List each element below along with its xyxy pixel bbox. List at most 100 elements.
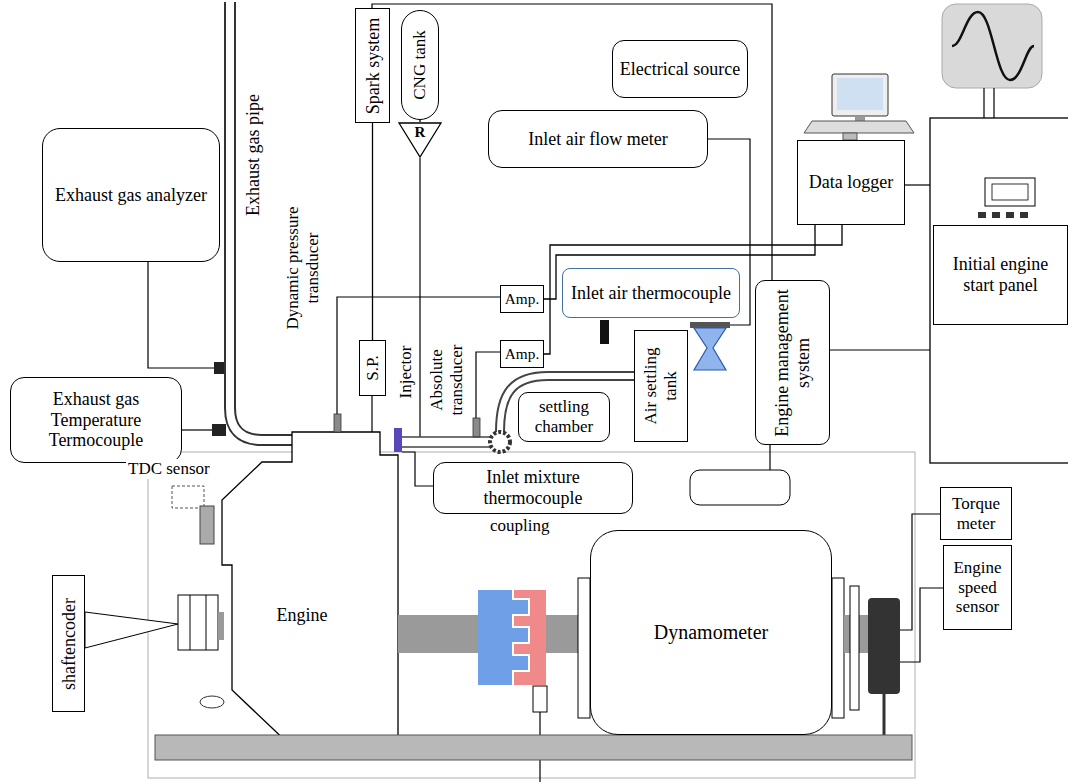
flange — [578, 578, 590, 718]
throttle-gear — [490, 432, 510, 452]
node-text: Dynamometer — [654, 621, 768, 644]
node-text: Torque meter — [944, 494, 1008, 533]
signal-wire — [402, 452, 433, 486]
flow-meter-cap — [690, 322, 730, 328]
panel-screen-inner — [992, 184, 1028, 200]
node-text: S.P. — [363, 344, 383, 392]
node-text: Inlet air thermocouple — [571, 283, 731, 304]
signal-wire — [476, 352, 500, 418]
pressure-probe — [334, 414, 341, 432]
node-text: Inlet air flow meter — [528, 129, 667, 150]
flow-meter-symbol — [694, 328, 726, 370]
cable-plug — [843, 133, 857, 140]
settling-tank-box: Air settling tank — [634, 330, 688, 442]
power-source-box: Electrical source — [612, 40, 748, 98]
amplifier-box: Amp. — [500, 285, 544, 313]
panel-screen — [985, 178, 1035, 206]
node-text: Inlet mixture thermocouple — [437, 467, 629, 508]
control-unit-box: Engine management system — [755, 280, 830, 445]
pressure-regulator: R — [398, 122, 442, 158]
connector-wire — [372, 123, 373, 340]
gas-probe — [214, 362, 224, 374]
signal-wire — [830, 349, 930, 350]
coupling-half — [478, 590, 528, 685]
part-label: Engine — [275, 605, 330, 626]
sensor-box: Exhaust gas Temperature Termocouple — [10, 377, 182, 463]
gas-line — [419, 158, 420, 437]
signal-wire — [182, 429, 212, 430]
part-label: Dynamic pressure transducer — [283, 199, 322, 338]
sine-trace — [952, 12, 1034, 80]
disk — [850, 586, 859, 710]
speed-pickup — [868, 598, 900, 694]
encoder-detail — [190, 595, 191, 650]
node-text: Exhaust gas Temperature Termocouple — [14, 389, 178, 451]
node-text: Electrical source — [620, 59, 740, 80]
oscilloscope-display — [942, 4, 1042, 88]
shaft — [398, 615, 478, 653]
display-leg — [983, 88, 984, 118]
panel-button — [1020, 212, 1028, 218]
node-text: Exhaust gas analyzer — [55, 185, 207, 206]
monitor-screen — [837, 78, 883, 110]
amplifier-box: Amp. — [500, 340, 544, 368]
data-logger-box: Data logger — [797, 140, 905, 225]
air-probe — [600, 320, 609, 344]
sensor-box: Inlet air thermocouple — [562, 268, 740, 318]
dynamometer-box: Dynamometer — [590, 530, 832, 735]
triangle-outline — [399, 123, 441, 157]
engine-body — [222, 432, 398, 745]
node-text: Engine management system — [772, 284, 813, 441]
shaft — [218, 612, 224, 640]
support-post — [883, 694, 886, 735]
node-text: settling chamber — [522, 397, 606, 436]
signal-wire — [905, 184, 930, 185]
part-label: TDC sensor — [126, 459, 212, 479]
node-text: R — [415, 124, 426, 141]
node-text: Initial engine start panel — [937, 254, 1064, 295]
node-text: shaftencoder — [58, 579, 79, 708]
node-text: Engine speed sensor — [947, 558, 1008, 617]
coupling-half — [514, 590, 546, 685]
tdc-sensor — [200, 506, 214, 544]
intake-runner — [398, 446, 490, 448]
node-text: CNG tank — [410, 14, 430, 116]
node-text: Data logger — [809, 172, 893, 193]
signal-wire — [769, 445, 770, 470]
encoder-body — [178, 595, 218, 650]
panel-button — [992, 212, 1000, 218]
spark-system-box: Spark system — [355, 8, 390, 123]
chamber-box: settling chamber — [518, 392, 610, 442]
sample-line — [148, 262, 214, 368]
test-bench — [155, 735, 912, 760]
display-leg — [993, 88, 994, 118]
node-text: Air settling tank — [641, 334, 680, 438]
temperature-probe — [212, 424, 226, 436]
mixture-probe — [394, 428, 402, 452]
computer-monitor — [832, 74, 888, 116]
intake-runner — [398, 436, 490, 438]
part-label: Injector — [396, 330, 416, 414]
keyboard — [804, 121, 914, 133]
node-text: Spark system — [362, 12, 383, 119]
panel-button — [978, 212, 986, 218]
sensor-box: Inlet mixture thermocouple — [433, 462, 633, 514]
pressure-probe — [473, 418, 480, 437]
encoder-detail — [206, 595, 207, 650]
tdc-sensor-outline — [172, 486, 204, 508]
flow-meter-box: Inlet air flow meter — [488, 110, 708, 168]
gas-tank: CNG tank — [401, 10, 439, 120]
part-label: Exhaust gas pipe — [243, 73, 264, 237]
analyzer-box: Exhaust gas analyzer — [42, 128, 220, 262]
callout-pointer — [85, 612, 178, 648]
start-panel-housing — [930, 118, 1068, 463]
flange — [832, 578, 844, 718]
monitor-stand — [855, 116, 865, 121]
shaft — [546, 615, 578, 653]
signal-wire — [372, 4, 772, 280]
sensor-box: Torque meter — [940, 487, 1012, 540]
panel-label-box: Initial engine start panel — [933, 225, 1068, 325]
coupling-sensor — [533, 686, 547, 712]
load-controller — [690, 470, 790, 505]
